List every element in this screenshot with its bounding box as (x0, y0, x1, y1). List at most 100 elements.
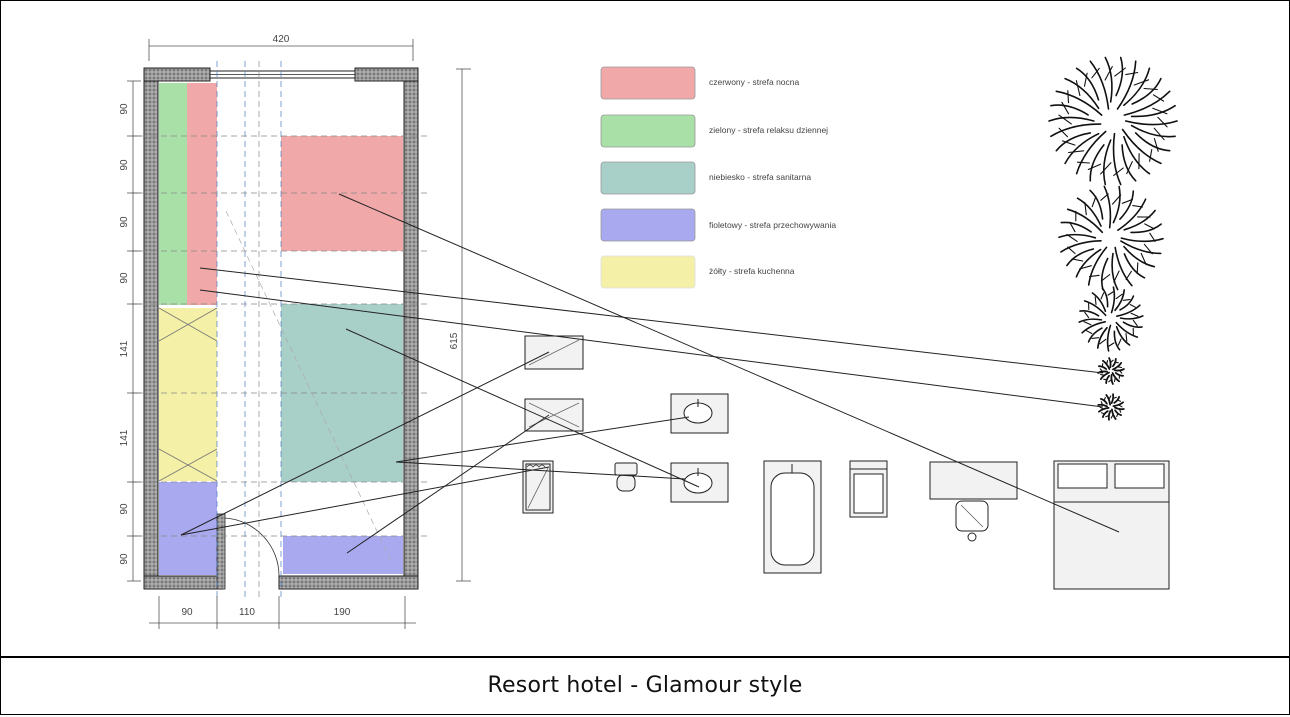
tree-twig (1100, 369, 1102, 371)
tree-twig (1101, 375, 1104, 376)
floor-plan-diagram: 420 615 (1, 1, 1289, 655)
washbasin-icon-1 (671, 394, 728, 433)
svg-text:90: 90 (119, 103, 130, 115)
svg-text:niebiesko - strefa sanitarna: niebiesko - strefa sanitarna (709, 172, 811, 182)
tree-branch (1111, 375, 1112, 384)
tree-branch (1115, 369, 1124, 370)
tree-branch (1109, 411, 1111, 420)
tree-large-icon (1049, 58, 1177, 185)
tree-branch (1061, 222, 1091, 232)
tree-branch (1116, 58, 1122, 96)
tree-twig (1158, 117, 1167, 127)
zone-night-bed (281, 136, 403, 251)
kitchen-cabinet-icon (525, 336, 583, 369)
tree-branch (1102, 259, 1108, 290)
tree-twig (1111, 415, 1113, 418)
legend: czerwony - strefa nocna zielony - strefa… (601, 67, 836, 288)
tree-twig (1069, 151, 1084, 153)
tree-twig (1085, 312, 1089, 317)
tree-branch (1115, 290, 1124, 310)
svg-text:90: 90 (119, 503, 130, 515)
tree-twig (1092, 338, 1099, 339)
tree-twig (1154, 139, 1158, 152)
svg-text:zielony - strefa relaksu dzien: zielony - strefa relaksu dziennej (709, 125, 828, 135)
zone-storage-bottom (283, 536, 403, 574)
tree-branch (1121, 316, 1143, 319)
tree-branch (1121, 241, 1161, 253)
tree-twig (1072, 259, 1083, 261)
tree-branch (1078, 198, 1102, 226)
tree-twig (1120, 410, 1121, 413)
legend-item-relax: zielony - strefa relaksu dziennej (601, 115, 828, 147)
tree-twig (1100, 407, 1103, 409)
tree-branch (1108, 325, 1111, 351)
tree-twig (1126, 334, 1127, 342)
washbasin-icon-2 (671, 463, 728, 502)
tree-twig (1131, 313, 1138, 316)
tree-twig (1130, 305, 1135, 308)
tree-branch (1098, 328, 1107, 348)
bathtub-icon (764, 461, 821, 573)
tree-branch (1080, 311, 1099, 316)
tree-twig (1101, 163, 1111, 174)
tree-medium-icon (1059, 186, 1163, 289)
legend-item-sanitary: niebiesko - strefa sanitarna (601, 162, 811, 194)
legend-item-kitchen: żółty - strefa kuchenna (601, 256, 795, 288)
tree-branch (1123, 322, 1142, 327)
tree-branch (1065, 79, 1099, 109)
tree-branch (1126, 121, 1177, 125)
bottom-dim-label-3: 190 (334, 607, 351, 618)
top-dimension-label: 420 (273, 34, 290, 45)
tree-branch (1051, 105, 1088, 115)
tree-twig (1101, 293, 1104, 299)
tree-twig (1109, 380, 1111, 382)
tree-twig (1150, 150, 1152, 162)
kitchen-sink-icon (525, 399, 583, 431)
tree-twig (1095, 297, 1096, 305)
tree-twig (1154, 128, 1164, 140)
tree-branch (1112, 287, 1115, 313)
desk-with-chair-icon (930, 462, 1017, 541)
zone-kitchen (159, 308, 217, 481)
tree-branch (1117, 305, 1140, 316)
svg-text:90: 90 (119, 272, 130, 284)
svg-text:90: 90 (119, 159, 130, 171)
tree-twig (1084, 322, 1091, 325)
tree-branch (1061, 241, 1101, 252)
legend-item-storage: fioletowy - strefa przechowywania (601, 209, 836, 241)
tree-twig (1120, 371, 1122, 373)
tree-twig (1111, 360, 1113, 362)
tree-twig (1101, 402, 1102, 405)
tree-branch (1132, 79, 1161, 104)
svg-text:90: 90 (119, 216, 130, 228)
tree-twig (1126, 73, 1138, 75)
svg-text:141: 141 (119, 429, 130, 446)
tree-twig (1118, 339, 1121, 345)
tree-twig (1133, 320, 1137, 325)
tree-twig (1114, 397, 1117, 398)
right-dimension-label: 615 (449, 332, 460, 349)
tree-branch (1109, 358, 1110, 367)
tree-branch (1112, 394, 1114, 403)
caption-bar: Resort hotel - Glamour style (0, 656, 1290, 717)
legend-item-night: czerwony - strefa nocna (601, 67, 800, 99)
svg-text:90: 90 (119, 553, 130, 565)
tree-branch (1090, 190, 1103, 219)
tree-branch (1051, 124, 1101, 136)
tree-branch (1114, 134, 1121, 185)
tree-branch (1118, 199, 1146, 230)
tree-branch (1104, 140, 1111, 184)
tree-branch (1104, 186, 1110, 227)
tree-twig (1062, 102, 1069, 114)
tree-small-icon (1079, 287, 1143, 351)
bottom-dim-label-1: 90 (181, 607, 193, 618)
tree-twig (1134, 80, 1148, 85)
shrub-icon-1 (1098, 358, 1124, 384)
tree-branch (1115, 408, 1124, 410)
tree-twig (1107, 361, 1108, 364)
tree-branch (1113, 187, 1120, 223)
tree-branch (1090, 145, 1104, 181)
double-bed-icon (1054, 461, 1169, 589)
bottom-dim-label-2: 110 (239, 607, 255, 618)
tree-twig (1102, 413, 1104, 414)
